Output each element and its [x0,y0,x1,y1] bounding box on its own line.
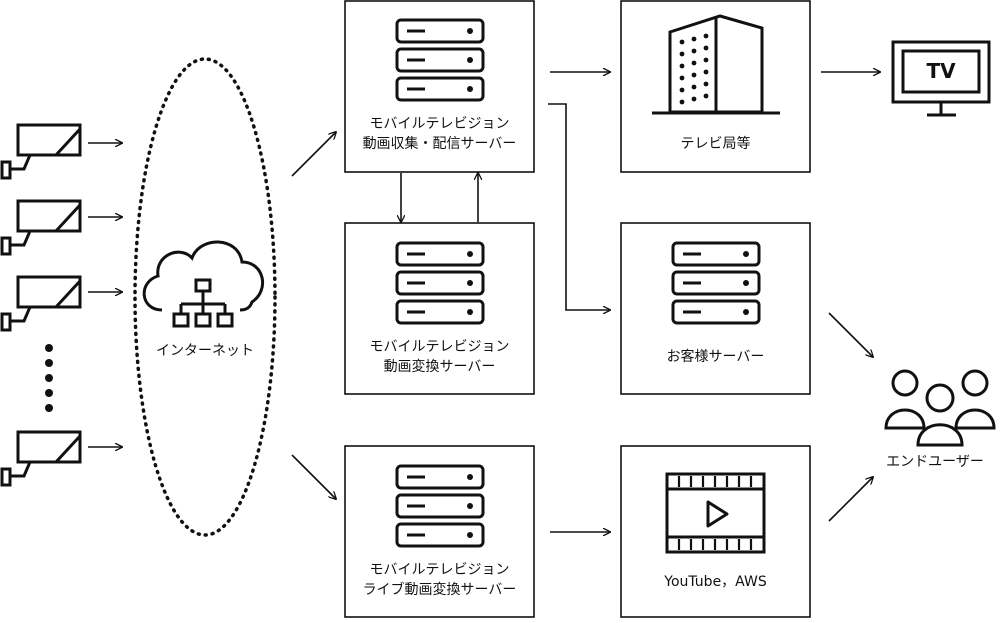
security-camera-icon [0,275,82,332]
conversion-server-label: モバイルテレビジョン 動画変換サーバー [345,337,534,377]
tv-station-label: テレビ局等 [680,136,751,152]
live-server-label-line2: ライブ動画変換サーバー [362,582,517,598]
server-icon [395,464,485,548]
collection-server-label-line2: 動画収集・配信サーバー [362,136,517,152]
tv-icon [891,40,991,117]
internet-arrows [291,132,336,499]
collection-server-label: モバイルテレビジョン 動画収集・配信サーバー [345,114,534,154]
internet-boundary [133,57,277,537]
server-icon [395,241,485,325]
server-icon [671,241,761,325]
security-camera-icon [0,199,82,256]
cloud-network-icon [142,240,264,328]
end-user-label: エンドユーザー [886,454,984,470]
security-camera-icon [0,430,82,487]
tv-label: TV [926,59,956,83]
security-camera-icon [0,123,82,180]
camera-arrows [88,143,122,447]
node-boxes [344,0,811,618]
collection-server-label-line1: モバイルテレビジョン [369,116,510,132]
flow-arrows [401,72,880,532]
users-icon [884,369,996,447]
live-server-label-line1: モバイルテレビジョン [369,562,510,578]
youtube-aws-label: YouTube，AWS [664,574,767,590]
conversion-server-label-line1: モバイルテレビジョン [369,339,510,355]
internet-label: インターネット [156,343,254,359]
conversion-server-label-line2: 動画変換サーバー [383,359,496,375]
server-icon [395,18,485,102]
ellipsis-dots-icon [45,344,53,412]
building-icon [652,14,780,115]
video-player-icon [665,472,766,554]
customer-server-label: お客様サーバー [666,349,765,365]
live-server-label: モバイルテレビジョン ライブ動画変換サーバー [345,560,534,600]
